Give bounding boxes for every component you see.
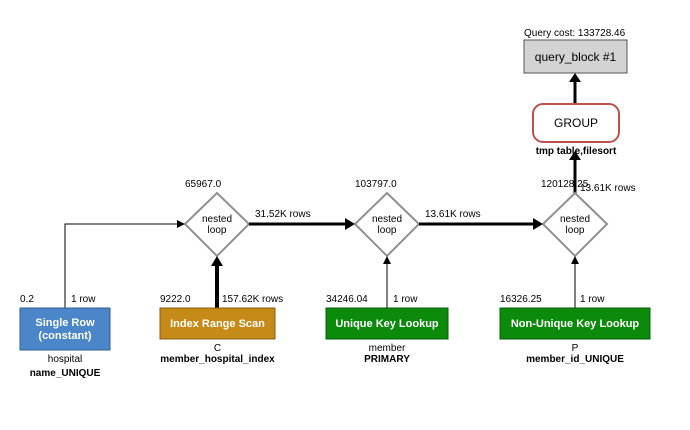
unique-key-lookup-rows: 1 row [393, 294, 418, 305]
unique-key-lookup-label: Unique Key Lookup [335, 318, 439, 330]
nested-loop-1-label-line2: loop [208, 225, 227, 236]
single-row-key: name_UNIQUE [30, 368, 101, 379]
nl1-to-nl2-rows: 31.52K rows [255, 209, 311, 220]
query-block-node[interactable] [523, 39, 628, 74]
unique-key-lookup-cost: 34246.04 [326, 294, 368, 305]
index-range-scan-label: Index Range Scan [170, 318, 265, 330]
single-row-to-nl1-arrowhead [177, 220, 185, 228]
non-unique-key-lookup-key: member_id_UNIQUE [526, 354, 624, 365]
single-row-table: hospital [48, 354, 82, 365]
group-sublabel: tmp table,filesort [536, 146, 617, 157]
single-row-cost: 0.2 [20, 294, 34, 305]
nl3-to-group-rows: 13.61K rows [580, 183, 636, 194]
unique-key-lookup-node[interactable] [325, 307, 449, 340]
unique-key-lookup-to-nl2-arrowhead [383, 256, 391, 264]
query-block-label: query_block #1 [535, 50, 617, 64]
non-unique-key-lookup-to-nl3-arrowhead [571, 256, 579, 264]
nested-loop-2-cost: 103797.0 [355, 179, 397, 190]
single-row-label-line1: Single Row [35, 317, 95, 329]
index-range-scan-rows: 157.62K rows [222, 294, 283, 305]
index-range-scan-key: member_hospital_index [160, 354, 275, 365]
non-unique-key-lookup-label: Non-Unique Key Lookup [511, 318, 640, 330]
nl3-to-group-arrowhead [569, 151, 581, 160]
single-row-node[interactable] [19, 307, 111, 351]
single-row-to-nl1-edge [64, 223, 177, 308]
single-row-label-line2: (constant) [38, 330, 92, 342]
nl2-to-nl3-rows: 13.61K rows [425, 209, 481, 220]
non-unique-key-lookup-node[interactable] [499, 307, 651, 340]
group-node[interactable] [532, 103, 620, 143]
nested-loop-1-cost: 65967.0 [185, 179, 222, 190]
nested-loop-1-label-line1: nested [202, 214, 232, 225]
index-range-scan-table: C [214, 343, 221, 354]
nl1-to-nl2-arrowhead [345, 218, 355, 230]
group-label: GROUP [554, 116, 598, 130]
query-cost-label: Query cost: 133728.46 [524, 28, 626, 39]
unique-key-lookup-table: member [369, 343, 406, 354]
nl2-to-nl3-arrowhead [533, 218, 543, 230]
nested-loop-2-label-line1: nested [372, 214, 402, 225]
single-row-rows: 1 row [71, 294, 96, 305]
group-to-query-block-arrowhead [569, 73, 581, 82]
nested-loop-3-label-line2: loop [566, 225, 585, 236]
nested-loop-2-label-line2: loop [378, 225, 397, 236]
nested-loop-3-cost: 120128.25 [541, 179, 589, 190]
nested-loop-3-label-line1: nested [560, 214, 590, 225]
non-unique-key-lookup-table: P [572, 343, 579, 354]
non-unique-key-lookup-rows: 1 row [580, 294, 605, 305]
index-range-scan-node[interactable] [159, 307, 276, 340]
index-range-scan-to-nl1-arrowhead [211, 256, 223, 266]
non-unique-key-lookup-cost: 16326.25 [500, 294, 542, 305]
unique-key-lookup-key: PRIMARY [364, 354, 410, 365]
index-range-scan-cost: 9222.0 [160, 294, 191, 305]
